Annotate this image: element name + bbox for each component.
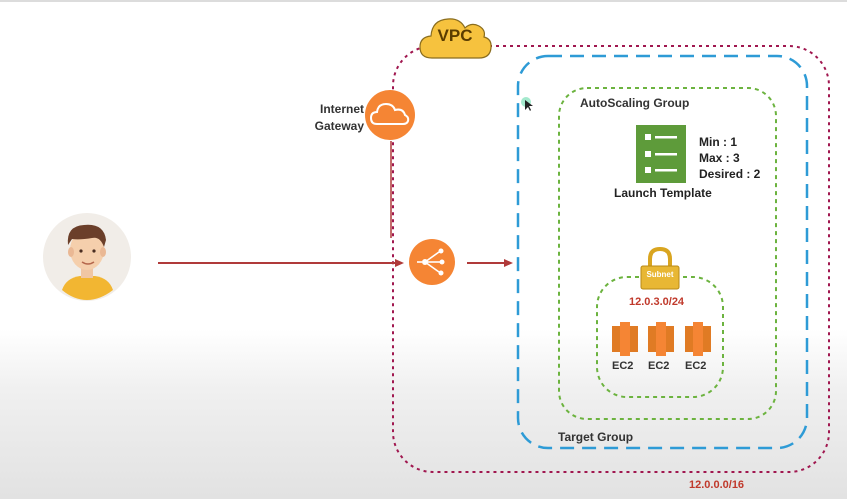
lb-to-target-group-arrow	[467, 259, 513, 267]
launch-template-icon	[636, 125, 686, 183]
ec2-label: EC2	[612, 360, 634, 372]
vpc-cidr: 12.0.0.0/16	[689, 479, 745, 491]
ec2-instance-icon	[648, 322, 674, 356]
mouse-cursor-icon	[521, 97, 533, 111]
target-group-label: Target Group	[558, 430, 634, 444]
capacity-max: Max : 3	[699, 151, 740, 165]
capacity-desired: Desired : 2	[699, 167, 761, 181]
capacity-settings: Min : 1 Max : 3 Desired : 2	[699, 134, 760, 182]
top-divider	[0, 0, 847, 2]
target-group-boundary	[516, 54, 809, 450]
ec2-label: EC2	[685, 360, 707, 372]
launch-template-label: Launch Template	[614, 186, 712, 200]
autoscaling-group-boundary	[558, 87, 777, 420]
ec2-instance-icon	[612, 322, 638, 356]
internet-gateway-icon	[365, 90, 415, 140]
autoscaling-group-label: AutoScaling Group	[580, 96, 690, 110]
subnet-lock-icon	[640, 246, 680, 290]
load-balancer-icon	[409, 239, 455, 285]
ec2-instance-icon	[685, 322, 711, 356]
vpc-cloud-icon	[419, 18, 492, 59]
user-avatar	[43, 213, 131, 301]
capacity-min: Min : 1	[699, 135, 737, 149]
ec2-label: EC2	[648, 360, 670, 372]
internet-gateway-label-line1: Internet	[319, 102, 364, 116]
vpc-title: VPC	[437, 26, 473, 45]
internet-gateway-label: Internet Gateway	[300, 101, 364, 135]
subnet-cidr: 12.0.3.0/24	[629, 296, 685, 308]
internet-gateway-label-line2: Gateway	[314, 119, 364, 133]
vpc-boundary	[392, 45, 830, 473]
user-to-lb-arrow	[158, 259, 404, 267]
subnet-badge-label: Subnet	[646, 270, 674, 279]
